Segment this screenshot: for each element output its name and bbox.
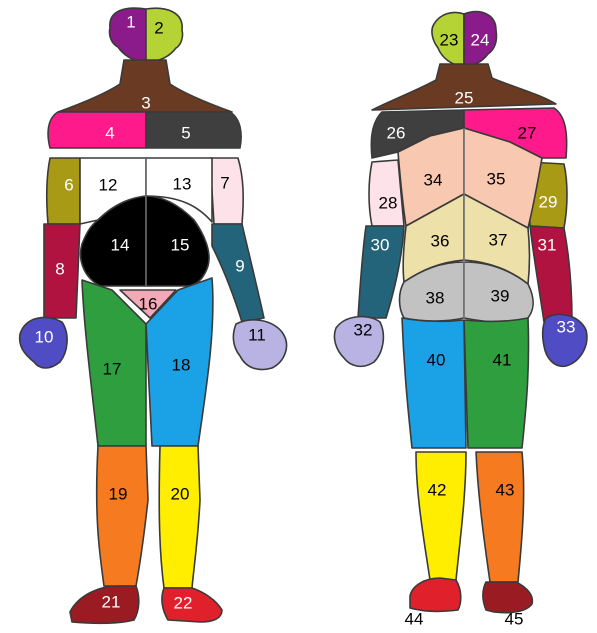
front-forearm-left-label: 9 (235, 257, 244, 276)
back-foot-left-region (410, 578, 461, 611)
front-thigh-right-label: 17 (103, 360, 122, 379)
back-head-left-label: 23 (440, 31, 459, 50)
back-upper-arm-right-label: 29 (539, 193, 558, 212)
front-lower-leg-left-region (159, 446, 200, 588)
front-lower-leg-right-label: 19 (109, 485, 128, 504)
back-lower-leg-right-region (476, 452, 524, 582)
back-head-right-label: 24 (471, 31, 490, 50)
back-figure: 23 24 25 26 27 28 29 30 31 32 33 34 35 36 37 38 39 40 41 42… (334, 12, 586, 629)
front-lower-abdomen-left-label: 15 (171, 236, 190, 255)
back-hand-right-label: 33 (557, 318, 576, 337)
front-upper-arm-left-label: 7 (220, 174, 229, 193)
front-hand-right-label: 10 (35, 328, 54, 347)
back-lower-leg-left-region (416, 452, 466, 580)
back-shoulder-right-label: 27 (518, 124, 537, 143)
front-upper-abdomen-right-label: 12 (99, 176, 118, 195)
back-forearm-right-label: 31 (538, 236, 557, 255)
front-foot-right-label: 21 (102, 593, 121, 612)
back-upper-back-left-label: 34 (424, 171, 443, 190)
front-forearm-right-label: 8 (55, 260, 64, 279)
front-upper-arm-right-label: 6 (64, 176, 73, 195)
back-buttock-left-label: 38 (426, 289, 445, 308)
back-foot-left-label: 44 (405, 610, 424, 629)
front-lower-abdomen-right-label: 14 (111, 236, 130, 255)
front-neck-label: 3 (141, 94, 150, 113)
back-neck-label: 25 (455, 89, 474, 108)
front-hand-left-label: 11 (248, 326, 266, 345)
back-lower-back-left-label: 36 (431, 232, 450, 251)
back-lower-leg-right-label: 43 (496, 481, 515, 500)
front-chest-right-label: 4 (105, 124, 114, 143)
back-upper-back-right-label: 35 (487, 170, 506, 189)
front-upper-abdomen-left-label: 13 (173, 175, 192, 194)
front-groin-label: 16 (139, 295, 158, 314)
front-chest-right-region (48, 112, 146, 148)
back-buttock-right-label: 39 (491, 287, 510, 306)
back-lower-leg-left-label: 42 (428, 481, 447, 500)
back-shoulder-left-label: 26 (387, 124, 406, 143)
front-lower-leg-right-region (97, 446, 148, 586)
front-foot-left-label: 22 (174, 594, 193, 613)
front-thigh-left-label: 18 (172, 356, 191, 375)
back-thigh-right-label: 41 (493, 351, 512, 370)
back-thigh-right-region (464, 318, 529, 448)
back-foot-right-region (483, 582, 532, 613)
back-foot-right-label: 45 (505, 610, 524, 629)
back-lower-back-right-label: 37 (489, 231, 508, 250)
front-head-left-label: 2 (154, 19, 163, 38)
front-head-left-region (146, 8, 183, 62)
front-chest-left-region (146, 112, 241, 148)
front-lower-leg-left-label: 20 (171, 485, 190, 504)
back-forearm-left-label: 30 (371, 236, 390, 255)
front-head-right-label: 1 (126, 13, 135, 32)
back-thigh-left-region (402, 318, 466, 448)
back-thigh-left-label: 40 (427, 351, 446, 370)
back-hand-left-label: 32 (354, 321, 373, 340)
back-upper-arm-left-label: 28 (379, 194, 398, 213)
front-chest-left-label: 5 (181, 124, 190, 143)
